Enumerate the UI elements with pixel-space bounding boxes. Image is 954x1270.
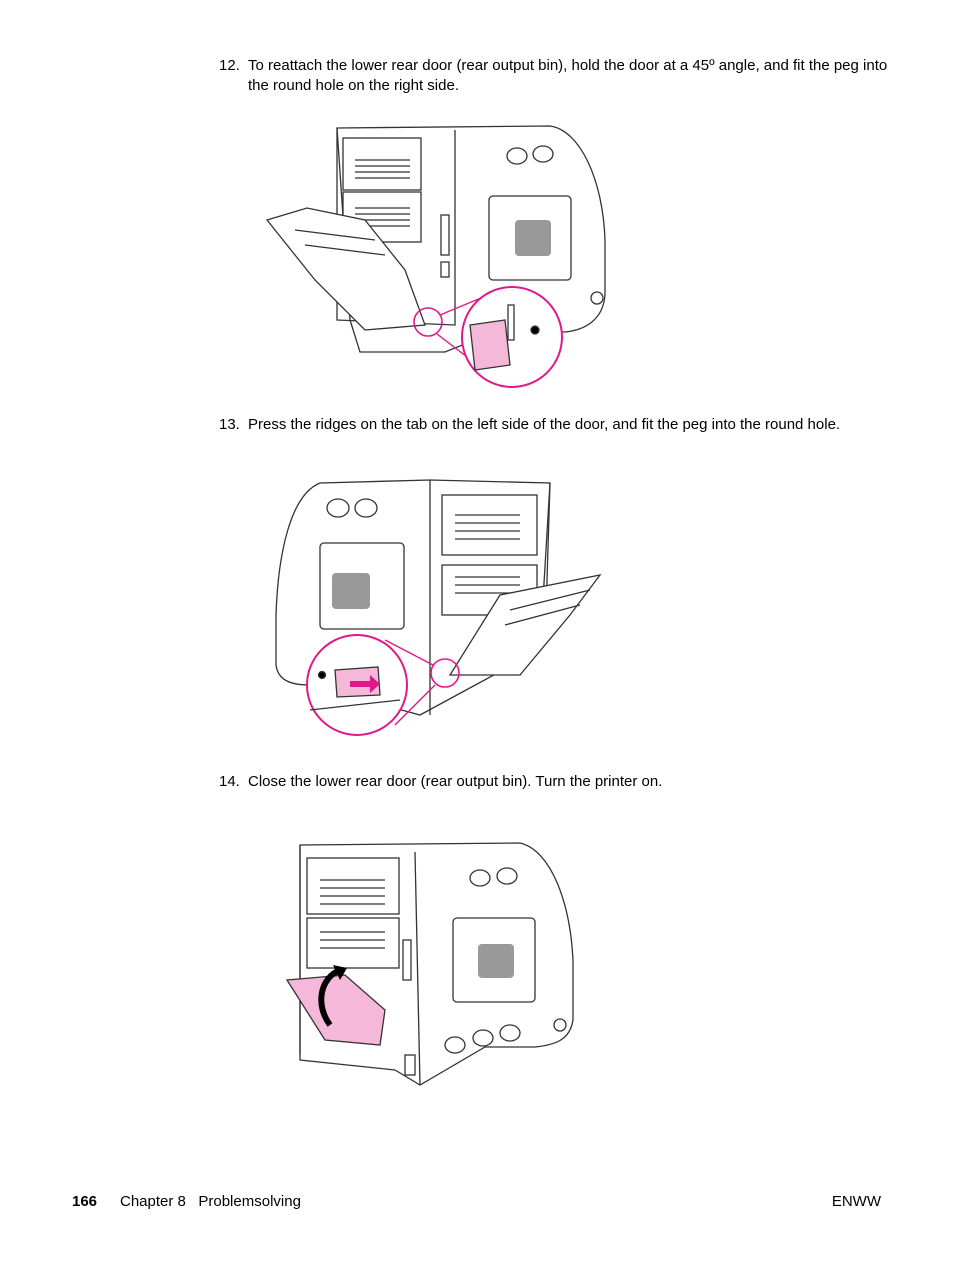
figure-reattach-door-right <box>265 120 610 388</box>
step-text: Press the ridges on the tab on the left … <box>248 415 898 435</box>
step-number: 12. <box>219 56 240 76</box>
step-text: Close the lower rear door (rear output b… <box>248 772 898 792</box>
figure-close-door <box>285 840 575 1090</box>
page-number: 166 <box>72 1192 97 1212</box>
step-text: To reattach the lower rear door (rear ou… <box>248 56 898 96</box>
figure-reattach-door-left <box>270 475 605 740</box>
step-number: 14. <box>219 772 240 792</box>
footer-right-label: ENWW <box>832 1192 881 1212</box>
step-number: 13. <box>219 415 240 435</box>
chapter-title: Chapter 8 Problemsolving <box>120 1192 301 1212</box>
